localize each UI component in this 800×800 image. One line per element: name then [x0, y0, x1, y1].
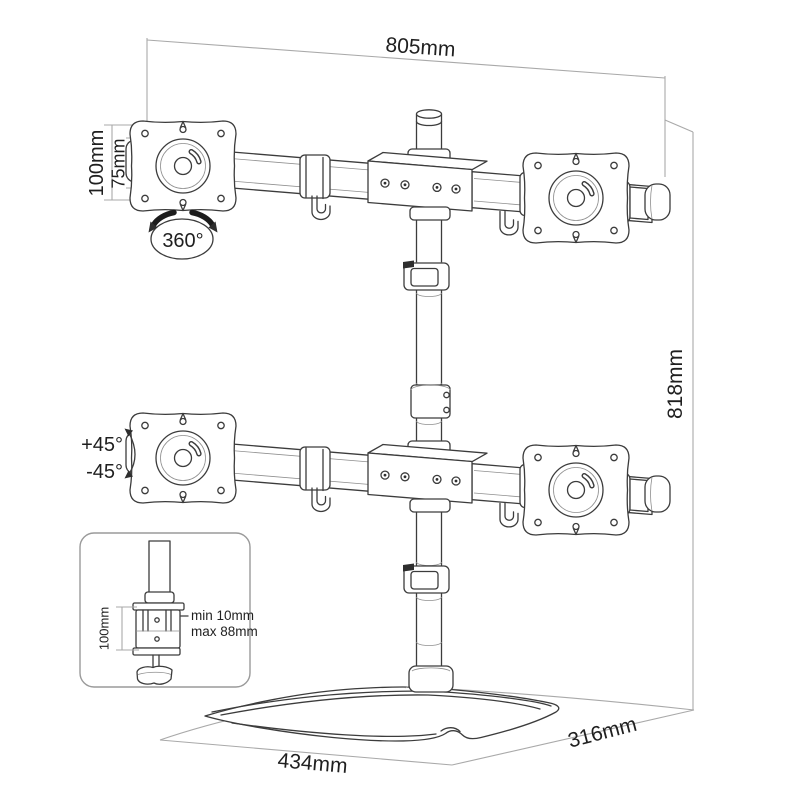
- tilt-arrow-up-icon: [124, 428, 133, 437]
- tilt-annotation: +45° -45°: [81, 428, 136, 483]
- pole-base-socket: [408, 665, 454, 693]
- clamp-min-label: min 10mm: [191, 608, 254, 623]
- clamp-height-label: 100mm: [97, 607, 112, 650]
- overall-width-label: 805mm: [385, 34, 456, 62]
- vesa-inner-label: 75mm: [109, 138, 129, 188]
- rotation-arrows-icon: [148, 209, 218, 233]
- upper-arm-assembly: [126, 121, 670, 243]
- base-depth-label: 316mm: [566, 713, 640, 753]
- overall-height-label: 818mm: [664, 349, 687, 419]
- height-clamp-lever-upper: [403, 260, 450, 291]
- clamp-max-label: max 88mm: [191, 624, 258, 639]
- base-width-label: 434mm: [277, 749, 349, 778]
- tilt-up-label: +45°: [81, 434, 123, 456]
- rotation-annotation: 360°: [148, 209, 218, 260]
- height-clamp-lever-lower: [403, 563, 450, 594]
- base: [204, 665, 560, 742]
- clamp-detail-inset: 100mm min 10mm max 88mm: [79, 532, 258, 688]
- dimension-lines: [104, 38, 695, 766]
- pole-collar: [410, 384, 451, 419]
- tilt-down-label: -45°: [86, 461, 123, 483]
- tilt-arrow-down-icon: [124, 470, 133, 479]
- lower-arm-assembly: [126, 413, 670, 535]
- vesa-outer-label: 100mm: [86, 130, 108, 197]
- rotation-label: 360°: [162, 230, 203, 252]
